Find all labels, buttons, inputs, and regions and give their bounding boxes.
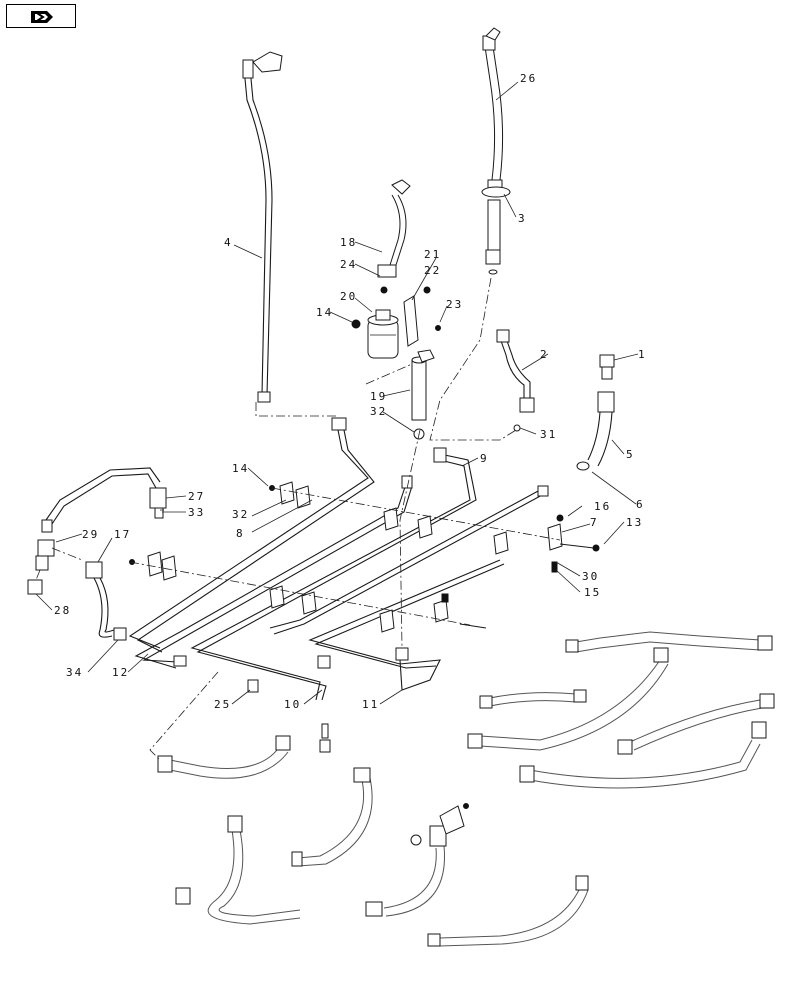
callout-10: 10 [284, 698, 301, 711]
callout-32a: 32 [232, 508, 249, 521]
fitting-part-28 [27, 579, 43, 595]
tube-part-12 [134, 475, 413, 669]
callout-13: 13 [626, 516, 643, 529]
filter-part-20 [367, 309, 399, 359]
tube-part-19 [411, 349, 435, 421]
callout-34: 34 [66, 666, 83, 679]
callout-11: 11 [362, 698, 379, 711]
callout-18: 18 [340, 236, 357, 249]
callout-14b: 14 [316, 306, 333, 319]
fitting-part-24 [380, 286, 388, 294]
callout-22: 22 [424, 264, 441, 277]
nut-part-14 [351, 319, 361, 329]
callout-8: 8 [236, 527, 245, 540]
fitting-part-22 [423, 286, 431, 294]
callout-29: 29 [82, 528, 99, 541]
clamp-set [129, 481, 600, 633]
tube-part-2 [496, 329, 535, 413]
callout-32b: 32 [370, 405, 387, 418]
callout-16: 16 [594, 500, 611, 513]
leader-lines [35, 81, 639, 705]
callout-7: 7 [590, 516, 599, 529]
tube-part-5 [576, 391, 615, 471]
callout-24: 24 [340, 258, 357, 271]
callout-23: 23 [446, 298, 463, 311]
callout-19: 19 [370, 390, 387, 403]
hose-part-26 [482, 27, 504, 189]
fitting-part-1 [599, 354, 615, 380]
tube-part-8 [128, 417, 375, 653]
tube-part-17 [85, 561, 115, 638]
oring-part-31 [513, 424, 521, 432]
callout-25: 25 [214, 698, 231, 711]
callout-5: 5 [626, 448, 635, 461]
tube-part-9 [190, 447, 477, 701]
next-page-arrow-icon [31, 11, 53, 23]
callout-33: 33 [188, 506, 205, 519]
callout-2: 2 [540, 348, 549, 361]
callout-28: 28 [54, 604, 71, 617]
callout-30: 30 [582, 570, 599, 583]
callout-9: 9 [480, 452, 489, 465]
callout-1: 1 [638, 348, 647, 361]
callout-17: 17 [114, 528, 131, 541]
bracket-part-21 [403, 295, 419, 347]
tube-part-11 [308, 559, 505, 691]
callout-labels: 1 2 3 4 5 6 7 8 9 10 11 12 13 14 14 15 1… [54, 72, 647, 711]
callout-27: 27 [188, 490, 205, 503]
callout-15: 15 [584, 586, 601, 599]
callout-31: 31 [540, 428, 557, 441]
callout-14a: 14 [232, 462, 249, 475]
callout-3: 3 [518, 212, 527, 225]
tube-part-27 [45, 467, 167, 525]
rubber-hoses [157, 631, 775, 947]
next-page-button[interactable] [6, 4, 76, 28]
callout-4: 4 [224, 236, 233, 249]
callout-21: 21 [424, 248, 441, 261]
tube-part-4 [242, 51, 283, 403]
hose-part-18 [377, 179, 411, 278]
callout-20: 20 [340, 290, 357, 303]
connection-lines [35, 277, 561, 761]
bolt-part-23 [435, 325, 441, 331]
fitting-part-25 [247, 679, 259, 693]
callout-6: 6 [636, 498, 645, 511]
callout-26: 26 [520, 72, 537, 85]
clamp-part-3 [481, 186, 511, 275]
fitting-part-34 [113, 627, 127, 641]
fitting-part-29 [35, 519, 55, 571]
tube-part-10 [269, 485, 549, 669]
callout-12: 12 [112, 666, 129, 679]
